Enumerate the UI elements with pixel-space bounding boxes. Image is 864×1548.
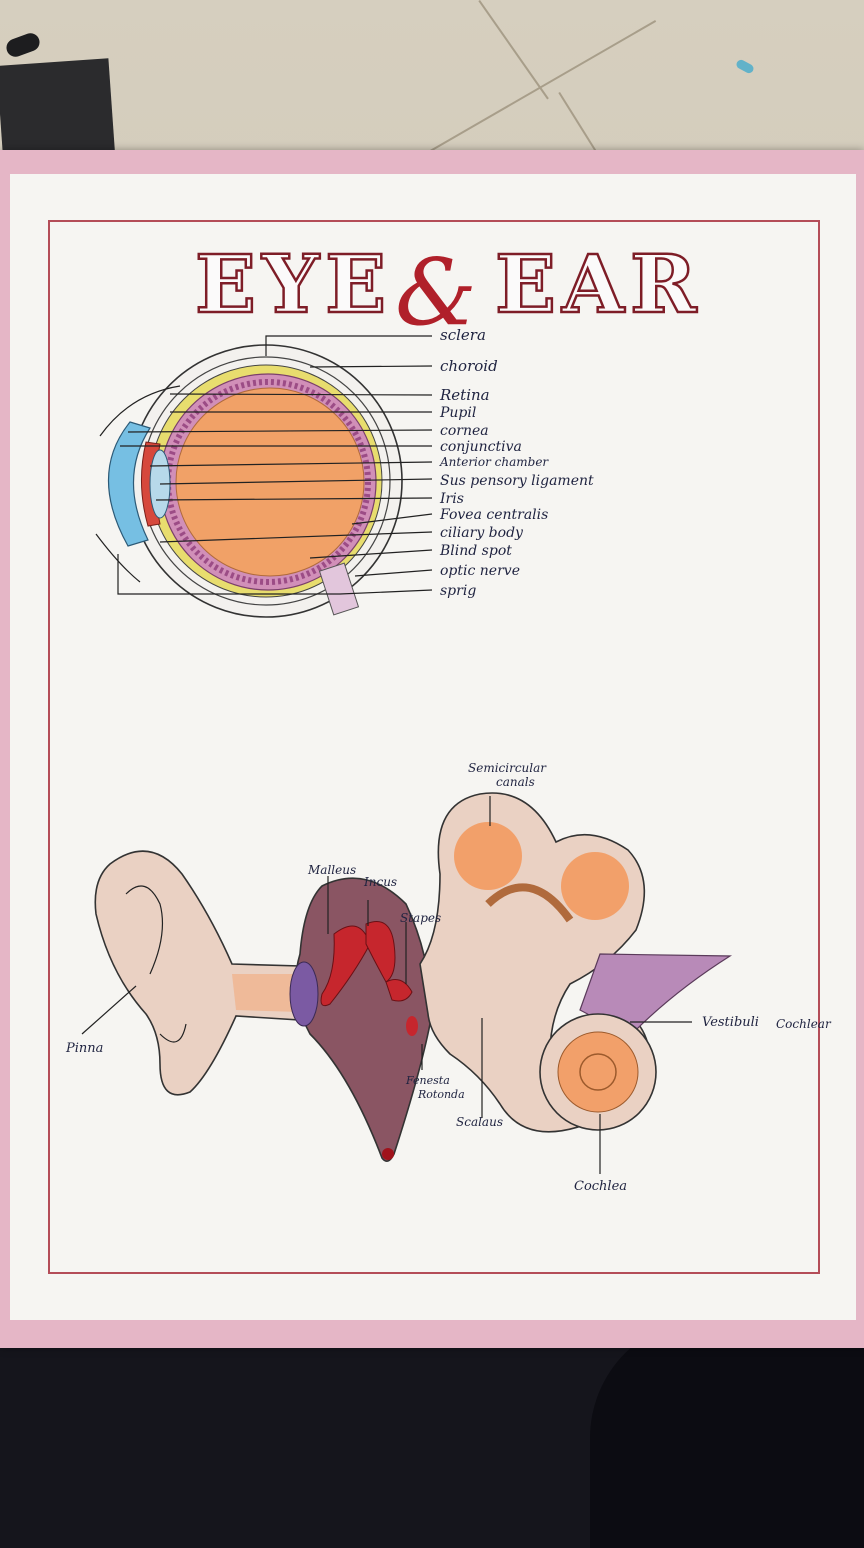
poster-title: EYE & EAR xyxy=(194,236,703,346)
ear-label: Malleus xyxy=(307,863,356,877)
title-ear: EAR xyxy=(495,237,703,331)
ear-malleus xyxy=(320,925,371,1007)
ear-diagram xyxy=(94,792,733,1162)
ear-tube-tip xyxy=(382,1148,394,1160)
dark-cloth-fold xyxy=(590,1318,864,1548)
eye-diagram xyxy=(95,344,403,618)
ear-label: Stapes xyxy=(400,911,441,925)
ear-eardrum xyxy=(289,961,319,1027)
eye-label: cornea xyxy=(440,423,489,439)
eye-label: sprig xyxy=(440,583,476,599)
eye-label: choroid xyxy=(440,357,498,375)
ear-label: Semicircular xyxy=(468,761,547,775)
ear-label: Cochlea xyxy=(574,1179,627,1194)
ear-canal-fill xyxy=(232,974,300,1012)
eye-labels: sclera choroid Retina Pupil cornea conju… xyxy=(439,326,594,599)
title-eye: EYE xyxy=(195,237,392,331)
ear-cochlea-spiral xyxy=(557,1031,639,1113)
eye-label: sclera xyxy=(440,326,486,344)
ear-stapes xyxy=(385,979,413,1002)
ear-pinna-fold xyxy=(125,885,164,975)
ear-semicircular-canal xyxy=(561,852,629,920)
eye-label: Anterior chamber xyxy=(439,455,549,469)
ear-cochlea-spiral-inner xyxy=(579,1053,617,1091)
eye-optic-nerve xyxy=(318,562,360,616)
ear-labels: Semicircular canals Malleus Incus Stapes… xyxy=(65,761,832,1194)
eye-leader-lines xyxy=(120,335,433,595)
eye-label: Sus pensory ligament xyxy=(440,473,594,489)
ear-round-window xyxy=(406,1016,418,1036)
poster-drawing: EYE & EAR xyxy=(65,236,832,1194)
eye-label: Retina xyxy=(439,386,490,404)
poster-border xyxy=(48,220,820,1274)
ear-label: Fenesta xyxy=(405,1074,450,1087)
ear-incus xyxy=(365,921,396,983)
ear-pinna-fold xyxy=(159,1023,187,1043)
ear-semicircular-canal xyxy=(454,822,522,890)
title-ampersand: & xyxy=(395,239,477,346)
eye-conjunctiva-lid xyxy=(95,533,141,583)
ear-label: Rotonda xyxy=(417,1088,465,1101)
ear-label: canals xyxy=(496,775,535,789)
eye-label: Iris xyxy=(439,491,464,507)
ear-label: Incus xyxy=(363,875,397,889)
poster-paper: EYE & EAR xyxy=(10,174,856,1320)
eye-label: Pupil xyxy=(439,405,476,421)
eye-label: conjunctiva xyxy=(440,439,522,455)
eye-conjunctiva-lid xyxy=(99,385,181,437)
eye-label: Blind spot xyxy=(439,543,512,559)
ear-pinna xyxy=(94,850,301,1096)
eye-label: ciliary body xyxy=(440,525,524,541)
ear-leader-lines xyxy=(81,796,692,1174)
eye-label: Fovea centralis xyxy=(439,507,548,523)
eye-sprig-line xyxy=(117,554,340,595)
ear-label: Cochlear xyxy=(776,1017,832,1031)
eye-label: optic nerve xyxy=(440,563,520,579)
ear-label: Vestibuli xyxy=(702,1015,759,1030)
ear-label: Pinna xyxy=(65,1041,103,1056)
ear-canal-arch xyxy=(485,883,574,923)
ear-label: Scalaus xyxy=(456,1115,503,1129)
eye-cornea xyxy=(107,421,151,547)
poster-sheet: EYE & EAR xyxy=(0,150,864,1348)
